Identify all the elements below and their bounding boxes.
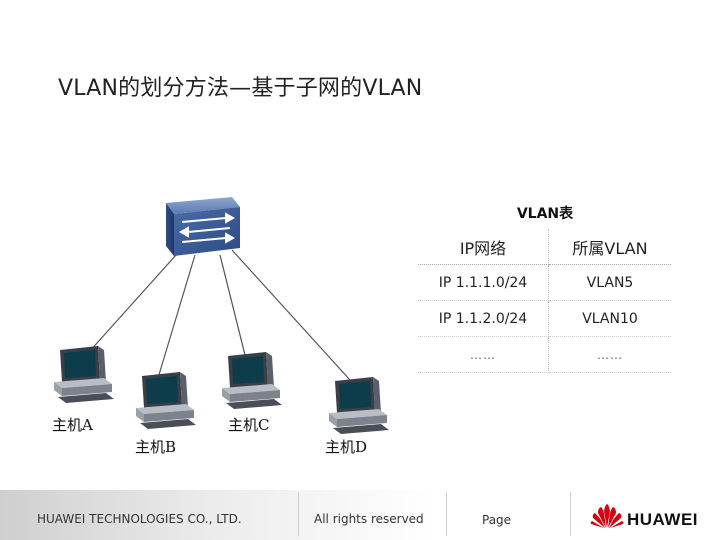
switch-icon — [166, 197, 240, 256]
host-a-computer-icon — [54, 346, 114, 403]
host-d-label: 主机D — [325, 438, 368, 456]
table-row: IP 1.1.1.0/24 VLAN5 — [418, 264, 671, 301]
host-b-label: 主机B — [135, 438, 177, 456]
vlan-table: IP网络 所属VLAN IP 1.1.1.0/24 VLAN5 IP 1.1.2… — [418, 229, 671, 373]
header-ip-network: IP网络 — [418, 229, 549, 265]
header-vlan: 所属VLAN — [548, 229, 671, 265]
table-cell: VLAN10 — [548, 300, 671, 337]
page-title: VLAN的划分方法—基于子网的VLAN — [58, 76, 423, 101]
table-cell: VLAN5 — [548, 264, 671, 301]
link-host-c — [219, 254, 246, 356]
host-a-label: 主机A — [52, 416, 93, 434]
table-header-row: IP网络 所属VLAN — [418, 229, 671, 265]
host-b-computer-icon — [136, 372, 196, 429]
link-host-a — [79, 244, 186, 363]
link-host-d — [231, 249, 351, 381]
host-c-label: 主机C — [228, 416, 270, 434]
host-d-computer-icon — [329, 377, 389, 434]
table-cell: …… — [418, 336, 549, 373]
footer-divider — [298, 492, 299, 536]
footer-rights: All rights reserved — [314, 512, 424, 526]
footer-divider — [446, 492, 447, 536]
footer-divider — [570, 492, 571, 536]
vlan-table-title: VLAN表 — [516, 206, 574, 222]
huawei-logo-icon — [590, 504, 624, 528]
footer-company: HUAWEI TECHNOLOGIES CO., LTD. — [37, 512, 242, 526]
connection-lines — [79, 244, 351, 381]
table-cell: …… — [548, 336, 671, 373]
host-c-computer-icon — [222, 352, 282, 409]
table-cell: IP 1.1.1.0/24 — [418, 264, 549, 301]
link-host-b — [157, 254, 196, 379]
network-diagram — [54, 197, 389, 434]
page-label: Page — [482, 513, 512, 527]
table-row: IP 1.1.2.0/24 VLAN10 — [418, 300, 671, 337]
table-cell: IP 1.1.2.0/24 — [418, 300, 549, 337]
logo-text: HUAWEI — [627, 510, 698, 529]
table-row: …… …… — [418, 336, 671, 373]
